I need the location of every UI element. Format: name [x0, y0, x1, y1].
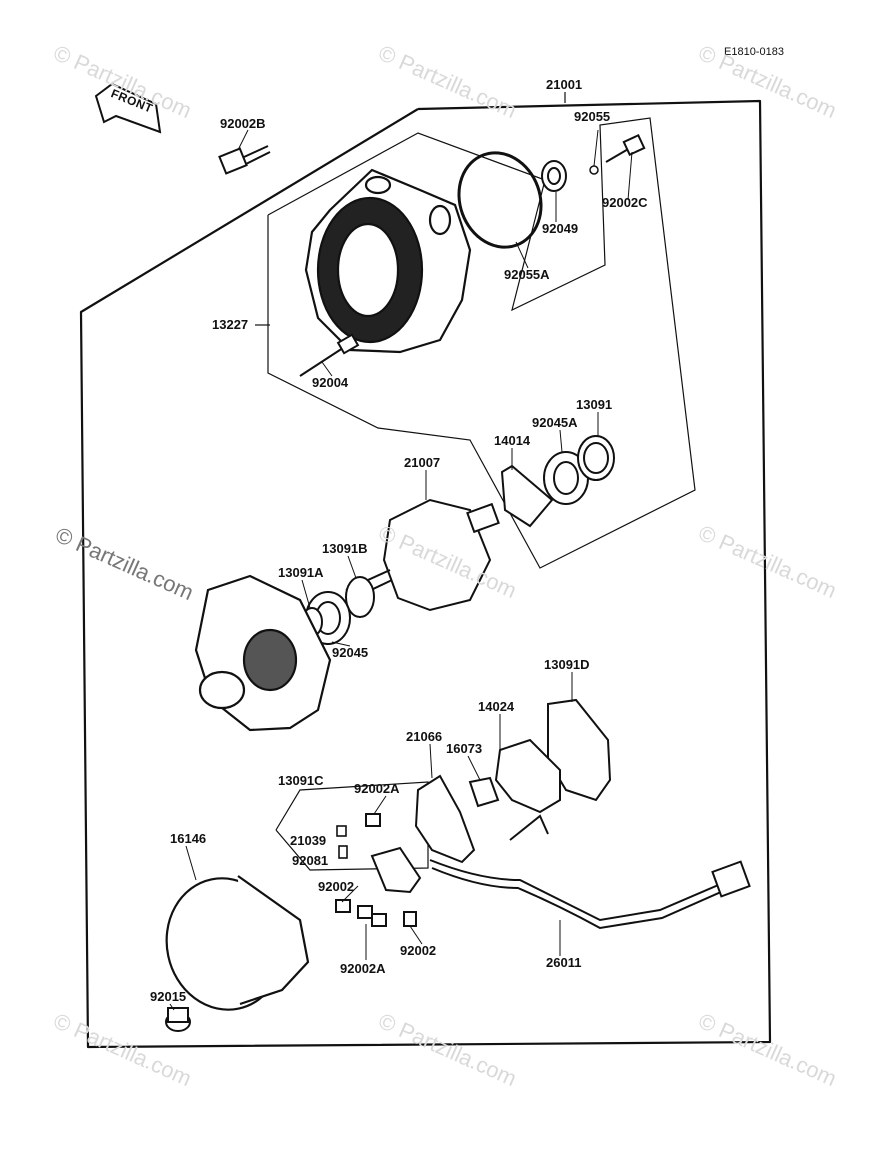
part-label-92049: 92049	[542, 221, 579, 236]
part-label-92002A-top: 92002A	[354, 781, 400, 796]
part-label-92002B: 92002B	[220, 116, 266, 131]
part-label-16146: 16146	[170, 831, 207, 846]
part-label-92045: 92045	[332, 645, 369, 660]
bolt-icon-92002-right	[403, 911, 417, 927]
part-label-14024: 14024	[478, 699, 515, 714]
bolt-icon-92002-left	[335, 899, 351, 913]
part-label-92002A-bottom: 92002A	[340, 961, 386, 976]
bolt-icon-92002C	[605, 133, 646, 163]
reference-code: E1810-0183	[724, 46, 784, 58]
part-label-26011: 26011	[546, 955, 582, 970]
stator-icon	[494, 698, 612, 814]
brush-holder-icon	[414, 774, 476, 864]
group-line-rear-cover	[267, 117, 696, 569]
part-label-13091A: 13091A	[278, 565, 324, 580]
part-label-21007: 21007	[404, 455, 441, 470]
bolt-icon-92002A-bottom-b	[371, 913, 387, 927]
part-label-92002-left: 92002	[318, 879, 355, 894]
assembly-boundary	[79, 99, 772, 1049]
insulator-icon-16073	[468, 776, 500, 808]
front-housing-icon	[194, 574, 332, 732]
bolt-icon-92002B	[218, 145, 271, 175]
part-label-13091D: 13091D	[544, 657, 590, 672]
part-label-13227: 13227	[212, 317, 249, 332]
wire-harness-icon	[429, 814, 731, 930]
bolt-icon-92002A-bottom-a	[357, 905, 373, 919]
part-label-14014: 14014	[494, 433, 531, 448]
part-label-21039: 21039	[290, 833, 327, 848]
part-label-13091B: 13091B	[322, 541, 368, 556]
part-label-92015: 92015	[150, 989, 187, 1004]
bearing-icon-92049	[541, 160, 567, 192]
end-cover-icon	[165, 875, 310, 1011]
nut-icon-92015	[165, 1007, 191, 1032]
rotor-icon	[345, 498, 500, 612]
bolt-icon-92004	[299, 333, 360, 377]
bolt-icon-92002A-top	[365, 813, 381, 827]
plate-icon-14014	[500, 464, 554, 528]
rear-housing-icon	[304, 168, 472, 354]
part-label-21066: 21066	[406, 729, 443, 744]
part-label-92004: 92004	[312, 375, 349, 390]
small-ring-icon	[589, 165, 599, 175]
o-ring-icon	[457, 151, 543, 249]
part-label-92002C: 92002C	[602, 195, 648, 210]
part-label-92045A: 92045A	[532, 415, 578, 430]
part-label-13091: 13091	[576, 397, 613, 412]
part-label-92081: 92081	[292, 853, 329, 868]
regulator-icon	[370, 846, 422, 894]
brush-spring-icon	[336, 825, 348, 859]
part-label-13091C: 13091C	[278, 773, 324, 788]
connector-icon	[711, 860, 751, 898]
front-arrow-icon	[94, 82, 162, 134]
ring-icon-13091B	[345, 576, 375, 618]
part-label-21001: 21001	[546, 77, 583, 92]
part-label-92055: 92055	[574, 109, 611, 124]
part-label-92055A: 92055A	[504, 267, 550, 282]
part-label-92002-right: 92002	[400, 943, 437, 958]
part-label-16073: 16073	[446, 741, 483, 756]
